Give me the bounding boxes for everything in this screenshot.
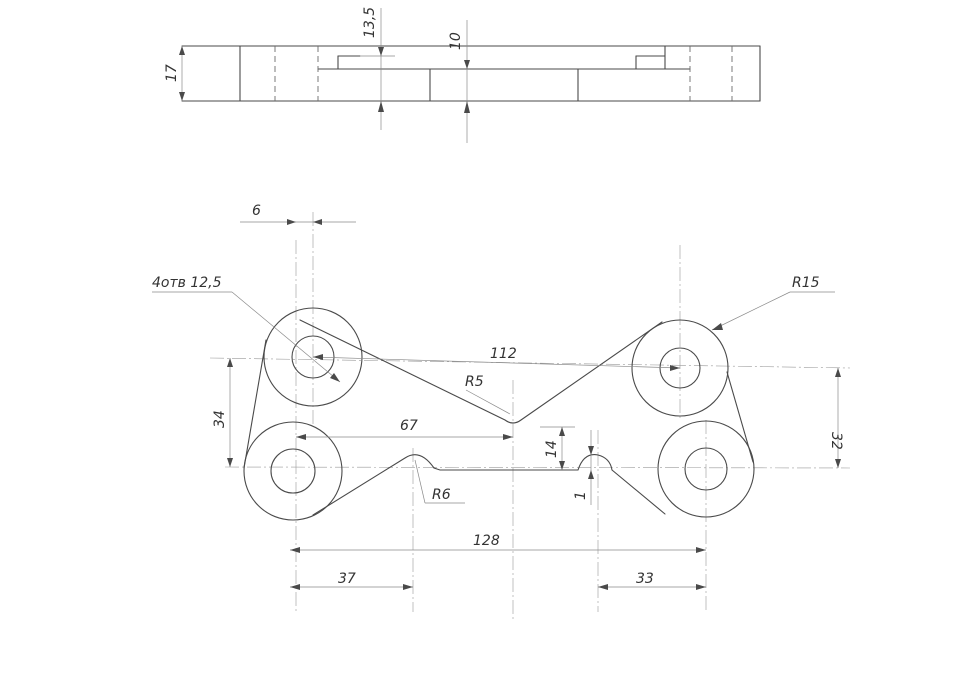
plan-view	[152, 212, 851, 620]
dim-radius-r15: R15	[792, 275, 820, 291]
dim-radius-r6: R6	[432, 487, 451, 503]
dim-height-32: 32	[828, 432, 844, 450]
dim-height-34: 34	[212, 410, 228, 428]
dim-gap-1: 1	[573, 491, 589, 500]
dim-plate-10: 10	[448, 32, 464, 50]
dim-span-112: 112	[490, 346, 517, 362]
dim-width-128: 128	[473, 533, 500, 549]
dim-depth-14: 14	[544, 440, 560, 458]
dim-holes-label: 4отв 12,5	[152, 275, 222, 291]
dim-width-67: 67	[400, 418, 418, 434]
dim-offset-33: 33	[636, 571, 654, 587]
dim-offset-6: 6	[252, 203, 261, 219]
dim-offset-37: 37	[338, 571, 356, 587]
dim-step-13-5: 13,5	[362, 7, 378, 38]
dim-thickness-17: 17	[164, 64, 180, 82]
dim-radius-r5: R5	[465, 374, 484, 390]
side-view	[179, 8, 761, 143]
